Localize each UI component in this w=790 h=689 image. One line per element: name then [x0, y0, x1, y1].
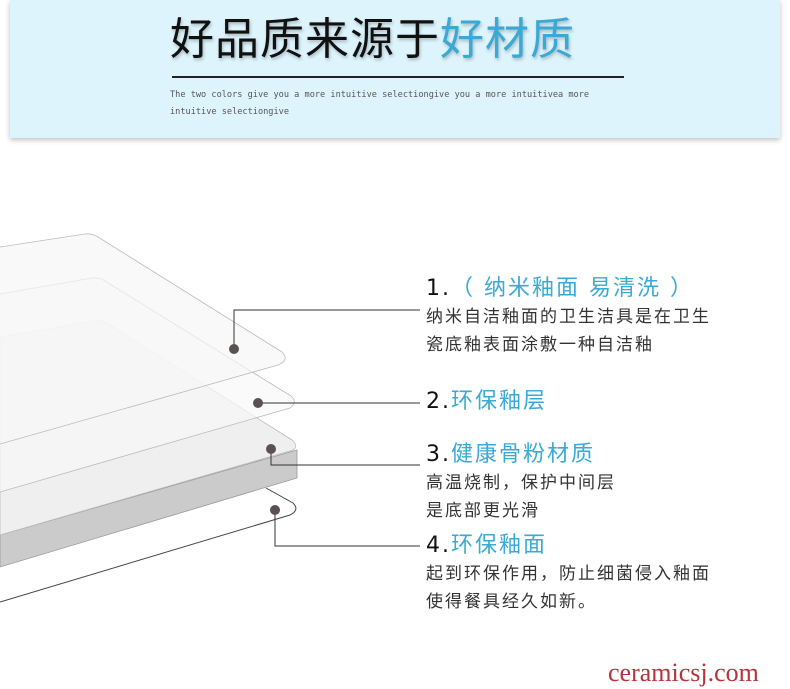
layer-number: 3.: [426, 442, 451, 467]
layer-4-sheet: [0, 487, 297, 603]
layer-number: 4.: [426, 533, 451, 558]
subtitle: The two colors give you a more intuitive…: [170, 90, 590, 117]
leader-line-1: [233, 309, 420, 349]
layer-desc: 高温烧制，保护中间层: [426, 473, 616, 493]
layer-title: 健康骨粉材质: [451, 442, 596, 467]
layer-label-4: 4.环保釉面 起到环保作用，防止细菌侵入釉面 使得餐具经久如新。: [426, 532, 711, 616]
marker-dot-3: [266, 444, 276, 454]
layer-desc: 纳米自洁釉面的卫生洁具是在卫生: [426, 307, 711, 327]
marker-dot-1: [229, 344, 239, 354]
layer-desc: 瓷底釉表面涂敷一种自洁釉: [426, 335, 654, 355]
header-banner: [10, 0, 780, 138]
page-title: 好品质来源于好材质: [170, 12, 575, 68]
title-divider: [172, 76, 624, 78]
layer-title: 环保釉层: [451, 389, 548, 414]
layer-label-3: 3.健康骨粉材质 高温烧制，保护中间层 是底部更光滑: [426, 441, 616, 525]
layer-label-1: 1.（ 纳米釉面 易清洗 ） 纳米自洁釉面的卫生洁具是在卫生 瓷底釉表面涂敷一种…: [426, 275, 711, 359]
leader-line-4: [274, 510, 420, 547]
layer-title: （ 纳米釉面 易清洗 ）: [451, 276, 694, 301]
layer-title: 环保釉面: [451, 533, 548, 558]
title-highlight: 好材质: [440, 14, 575, 65]
layer-number: 2.: [426, 389, 451, 414]
layer-desc: 是底部更光滑: [426, 501, 540, 521]
marker-dot-2: [253, 398, 263, 408]
layer-number: 1.: [426, 276, 451, 301]
watermark: ceramicsj.com: [608, 658, 759, 687]
layer-1-sheet: [0, 233, 286, 445]
leader-line-3: [270, 449, 420, 466]
title-black: 好品质来源于: [170, 14, 440, 65]
layer-desc: 起到环保作用，防止细菌侵入釉面: [426, 564, 711, 584]
layer-label-2: 2.环保釉层: [426, 388, 547, 416]
layer-desc: 使得餐具经久如新。: [426, 592, 597, 612]
layer-3-side: [0, 449, 298, 568]
marker-dot-4: [270, 505, 280, 515]
